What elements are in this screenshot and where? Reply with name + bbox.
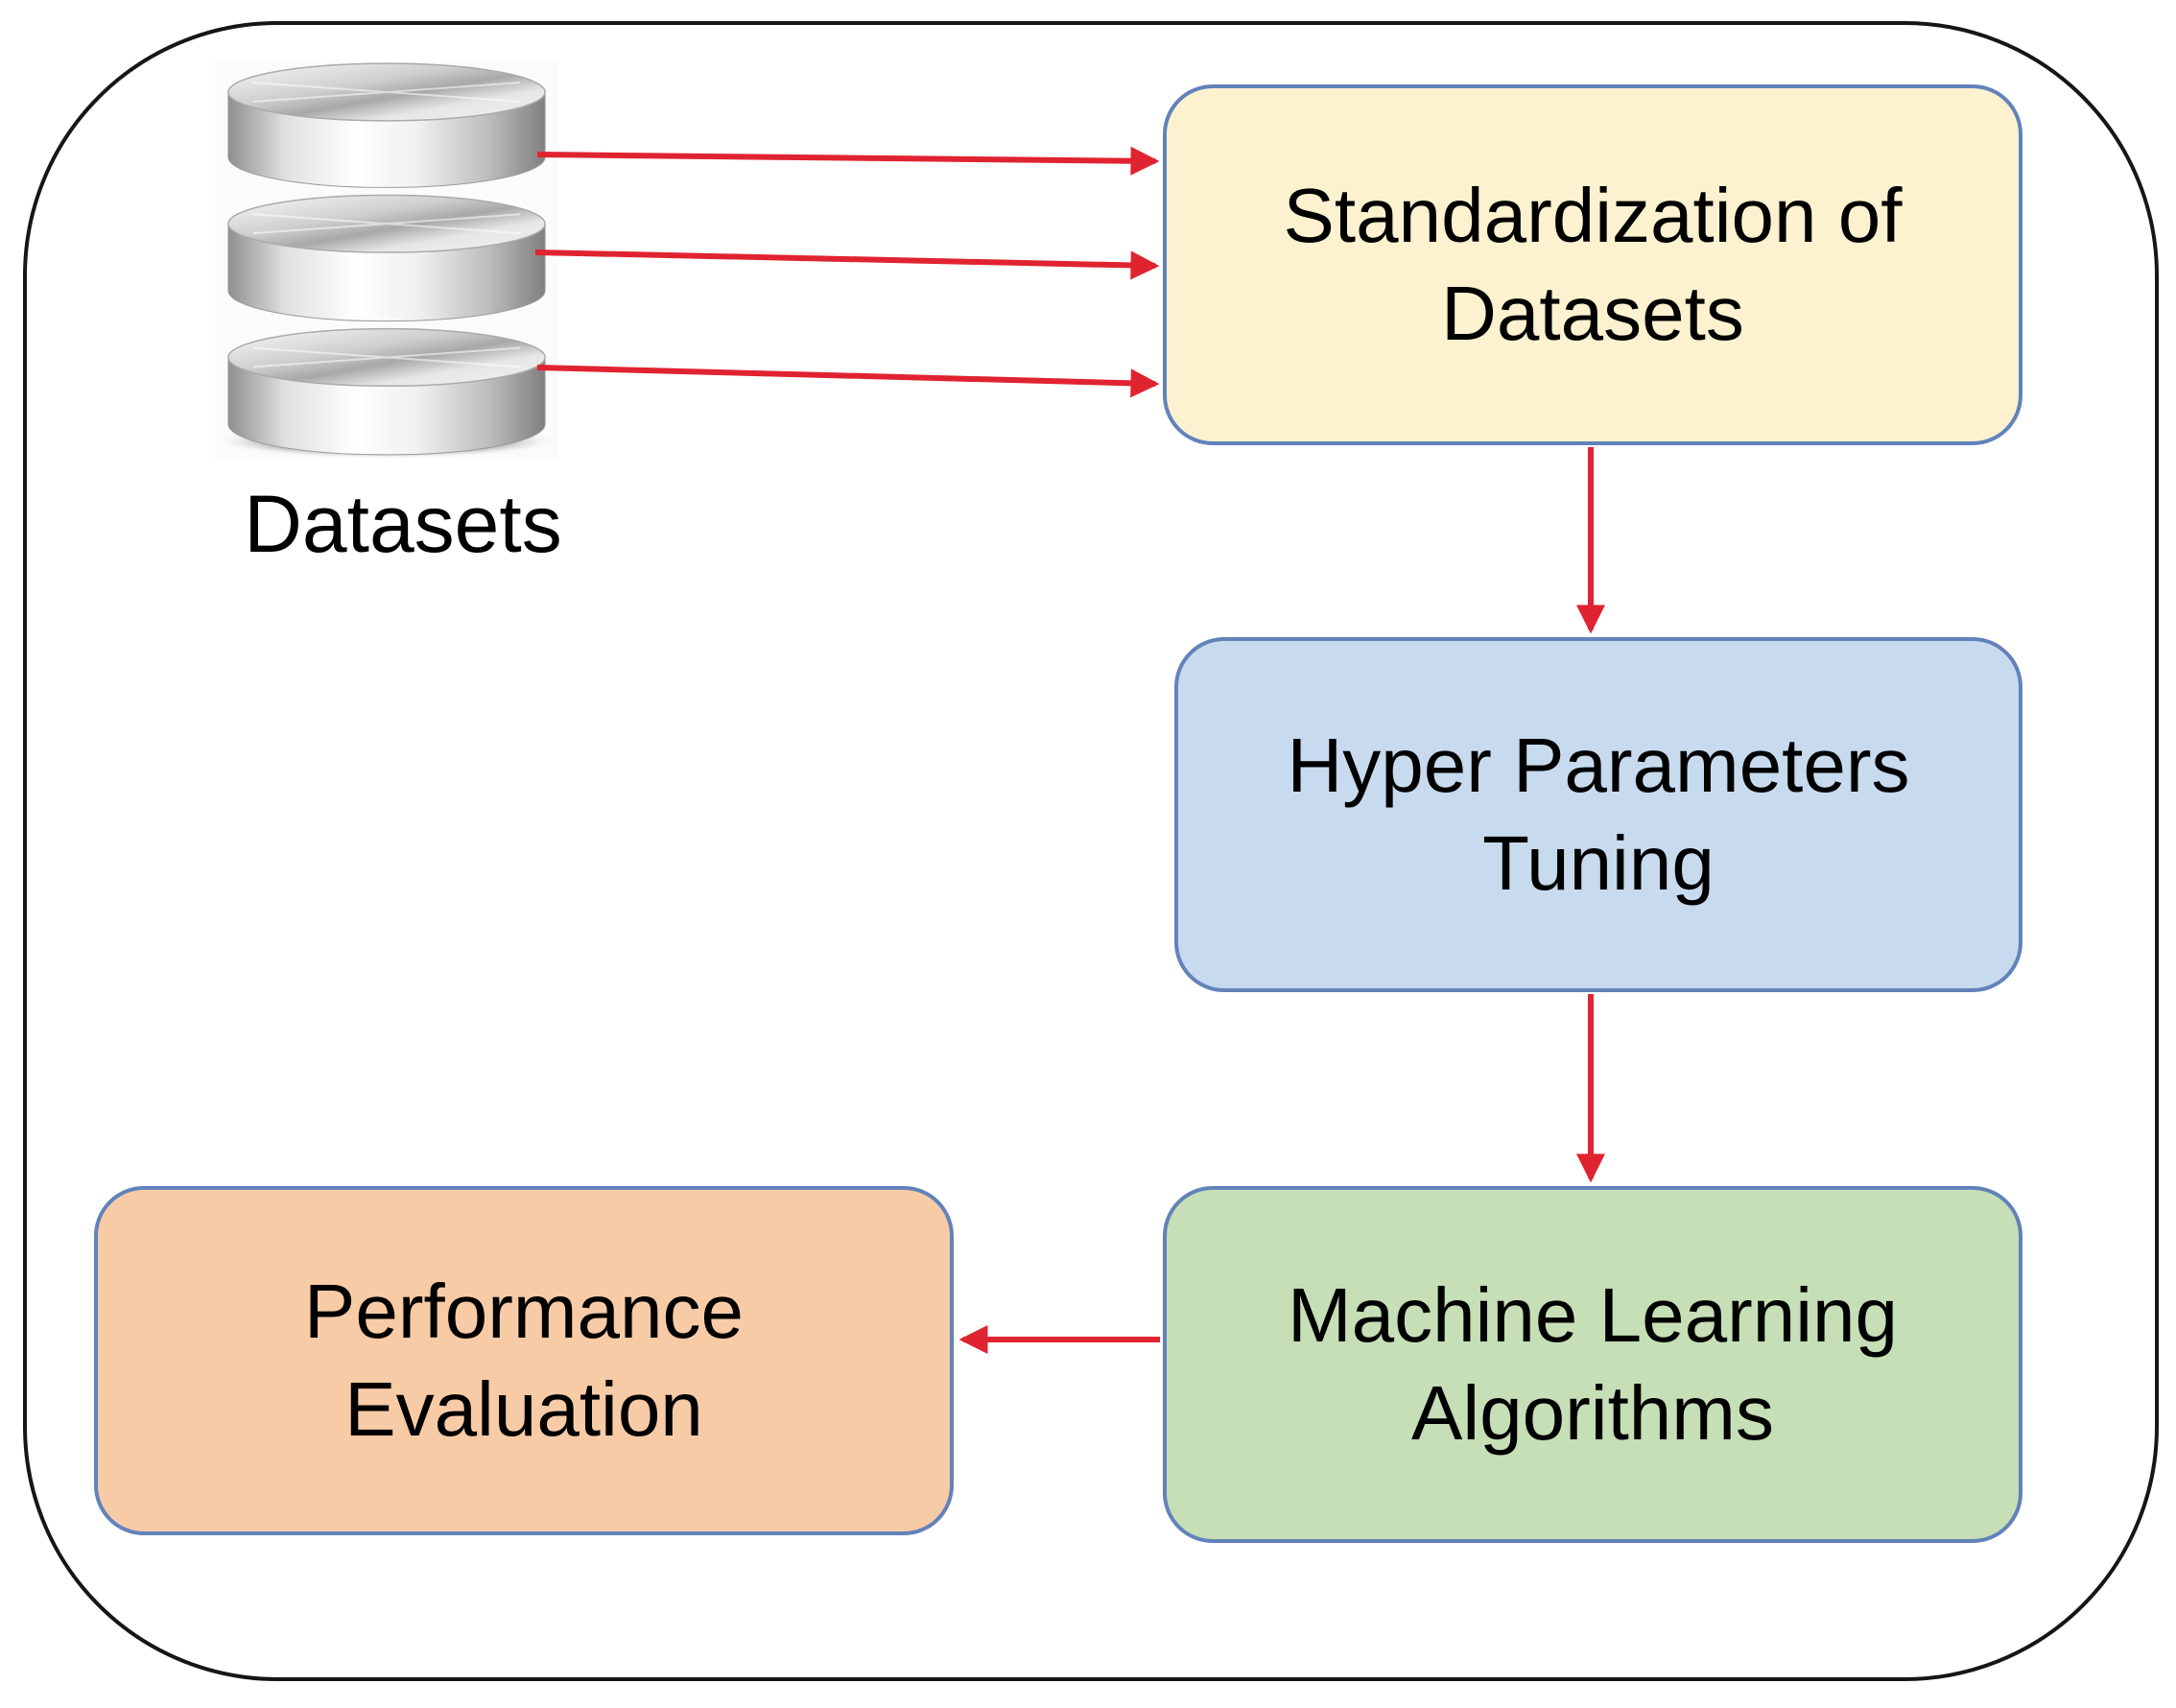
node-label-line: Hyper Parameters: [1287, 723, 1910, 808]
node-machine-learning-algorithms: Machine Learning Algorithms: [1163, 1186, 2022, 1543]
node-label-line: Datasets: [1441, 271, 1744, 356]
node-label-line: Standardization of: [1283, 173, 1903, 258]
node-performance-evaluation: Performance Evaluation: [94, 1186, 954, 1535]
node-hyper-parameters-tuning: Hyper Parameters Tuning: [1174, 637, 2022, 992]
datasets-label: Datasets: [244, 479, 562, 569]
node-label-line: Performance: [304, 1269, 744, 1354]
database-cylinder-bottom: [227, 327, 546, 456]
node-label-line: Tuning: [1482, 820, 1715, 906]
node-label-line: Algorithms: [1411, 1370, 1774, 1456]
database-cylinder-middle: [227, 194, 546, 322]
database-cylinder-top: [227, 62, 546, 188]
node-label-line: Machine Learning: [1288, 1272, 1898, 1358]
node-label-line: Evaluation: [344, 1366, 703, 1452]
node-standardization-of-datasets: Standardization of Datasets: [1163, 84, 2022, 445]
outer-rounded-border: [23, 21, 2159, 1681]
database-icon: [215, 61, 558, 459]
